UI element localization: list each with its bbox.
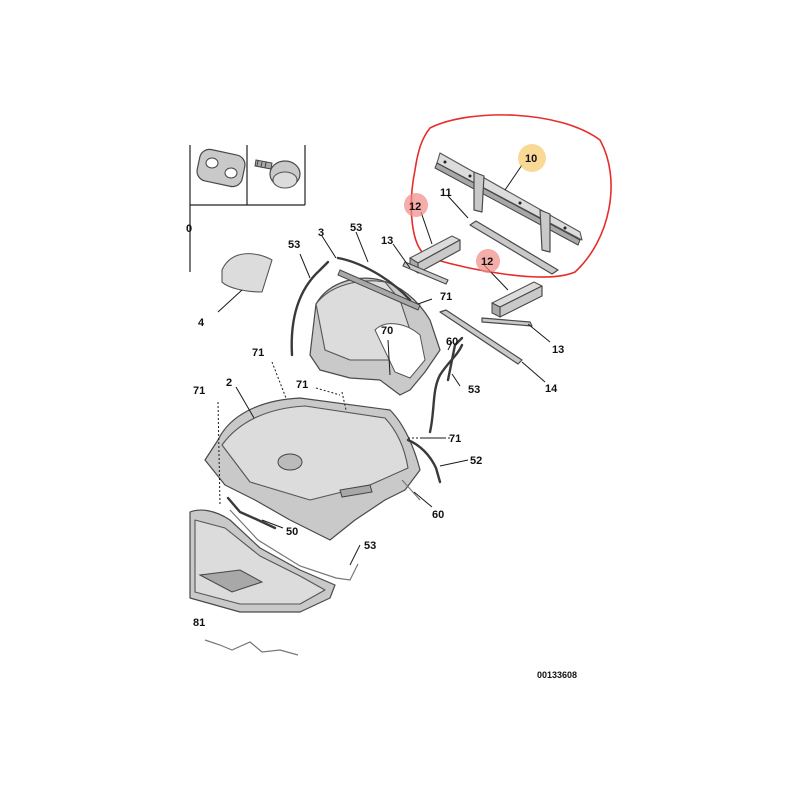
label-14: 14 — [545, 383, 558, 395]
rod-81-part — [204, 639, 299, 656]
label-53d: 53 — [364, 540, 376, 552]
lower-floor-pan-part — [189, 509, 336, 613]
screw-part — [254, 159, 301, 189]
label-2: 2 — [226, 377, 232, 389]
marker-12b-highlight — [476, 249, 500, 273]
seal-53c-part — [428, 343, 464, 434]
label-10: 10 — [525, 153, 537, 165]
rail-14-part — [439, 309, 523, 365]
label-71b: 71 — [252, 347, 264, 359]
seal-53a-part — [290, 260, 330, 357]
label-70: 70 — [381, 325, 393, 337]
label-11: 11 — [440, 187, 452, 199]
marker-12a-highlight — [404, 193, 428, 217]
rail-frame-part — [434, 152, 583, 253]
label-12a: 12 — [409, 201, 421, 213]
label-71e: 71 — [449, 433, 461, 445]
label-13a: 13 — [381, 235, 393, 247]
rear-panel-part — [309, 269, 441, 396]
label-81: 81 — [193, 617, 205, 629]
cover-4-part — [221, 253, 273, 293]
rod-52-part — [406, 438, 442, 484]
label-71c: 71 — [193, 385, 205, 397]
reference-number: 00133608 — [537, 670, 577, 680]
rod-50-part — [226, 496, 277, 530]
label-60a: 60 — [446, 336, 458, 348]
label-53c: 53 — [468, 384, 480, 396]
label-71d: 71 — [296, 379, 308, 391]
label-4: 4 — [198, 317, 205, 329]
rod-60a-part — [446, 336, 464, 382]
marker-10-highlight — [518, 144, 546, 172]
label-60b: 60 — [432, 509, 444, 521]
spacer-part — [196, 148, 246, 188]
rod-53d-part — [229, 509, 359, 581]
label-3: 3 — [318, 227, 324, 239]
strip-13b-part — [481, 317, 533, 327]
label-13b: 13 — [552, 344, 564, 356]
seal-53b-part — [336, 256, 412, 302]
label-12b: 12 — [481, 256, 493, 268]
label-53b: 53 — [288, 239, 300, 251]
part-labels: 10 11 12 12 13 13 14 53 53 53 53 3 4 2 7… — [193, 153, 577, 680]
rod-60b-part — [401, 479, 421, 501]
floor-tray-part — [204, 397, 421, 541]
svg-text:0: 0 — [186, 223, 192, 235]
label-53a: 53 — [350, 222, 362, 234]
highlight-circle — [410, 114, 612, 278]
strip-13a-part — [402, 261, 449, 285]
label-71a: 71 — [440, 291, 452, 303]
leader-lines — [217, 164, 551, 566]
fastener-inset: 0 — [186, 145, 306, 272]
bracket-12b-part — [491, 281, 543, 318]
label-50: 50 — [286, 526, 298, 538]
label-52: 52 — [470, 455, 482, 467]
bar-11-part — [469, 220, 559, 275]
